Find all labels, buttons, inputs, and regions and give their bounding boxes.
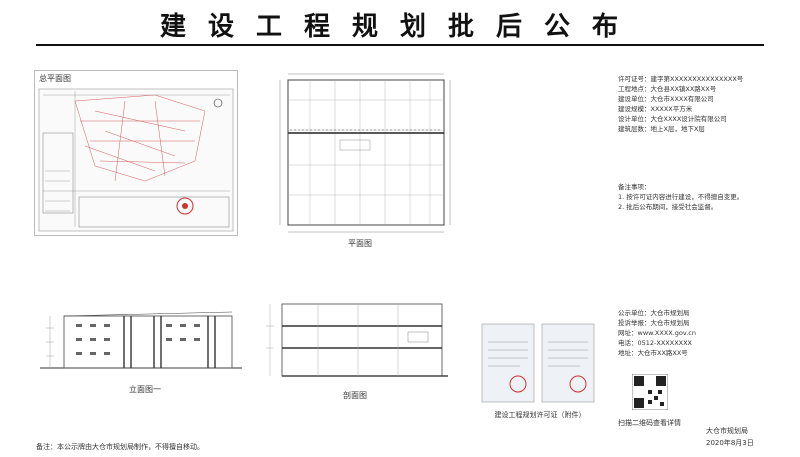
qr-code-icon[interactable] [632, 374, 668, 410]
section-caption: 剖面图 [343, 391, 367, 400]
info-location: 工程地点：大仓县XX镇XX路XX号 [618, 85, 717, 93]
contact-address: 地址：大仓市XX路XX号 [618, 349, 688, 357]
info-permit-no: 许可证号：建字第XXXXXXXXXXXXXXX号 [618, 75, 744, 83]
contact-website[interactable]: 网址：www.XXXX.gov.cn [618, 329, 696, 337]
permit-documents [481, 323, 595, 403]
floor-plan-drawing [279, 73, 451, 233]
plan-caption: 平面图 [348, 239, 372, 248]
elevation-caption: 立面图一 [129, 385, 161, 394]
notices: 备注事项： 1. 按许可证内容进行建设，不得擅自变更。 2. 批后公布期间，接受… [618, 182, 788, 212]
footer-date: 2020年8月3日 [706, 439, 754, 447]
notice-item-2: 2. 批后公布期间，接受社会监督。 [618, 203, 718, 211]
footer-issuer: 大仓市规划局 [706, 427, 748, 435]
footer-note: 备注：本公示牌由大仓市规划局制作，不得擅自移动。 [36, 443, 204, 451]
page-title: 建设工程规划批后公布 [159, 12, 640, 42]
info-designer: 设计单位：大仓XXXX设计院有限公司 [618, 115, 727, 123]
contact-phone: 电话：0512-XXXXXXXX [618, 339, 693, 347]
info-floors: 建筑层数：地上X层，地下X层 [618, 125, 705, 133]
site-map-label: 总平面图 [39, 74, 71, 83]
qr-note: 扫描二维码查看详情 [618, 419, 681, 427]
permit-caption: 建设工程规划许可证（附件） [494, 411, 586, 419]
project-info: 许可证号：建字第XXXXXXXXXXXXXXX号 工程地点：大仓县XX镇XX路X… [618, 74, 788, 134]
section-drawing [266, 303, 448, 377]
contact-unit: 公示单位：大仓市规划局 [618, 309, 690, 317]
notices-title: 备注事项： [618, 183, 651, 191]
info-applicant: 建设单位：大仓市XXXX有限公司 [618, 95, 714, 103]
contact-complaint: 投诉举报：大仓市规划局 [618, 319, 690, 327]
notice-item-1: 1. 按许可证内容进行建设，不得擅自变更。 [618, 193, 744, 201]
info-scale: 建设规模：XXXXX平方米 [618, 105, 693, 113]
contact-info: 公示单位：大仓市规划局 投诉举报：大仓市规划局 网址：www.XXXX.gov.… [618, 308, 788, 358]
elevation-drawing [40, 311, 242, 369]
title-divider [36, 44, 764, 46]
site-map-panel: 总平面图 [34, 70, 238, 236]
site-map-drawing [38, 88, 234, 232]
